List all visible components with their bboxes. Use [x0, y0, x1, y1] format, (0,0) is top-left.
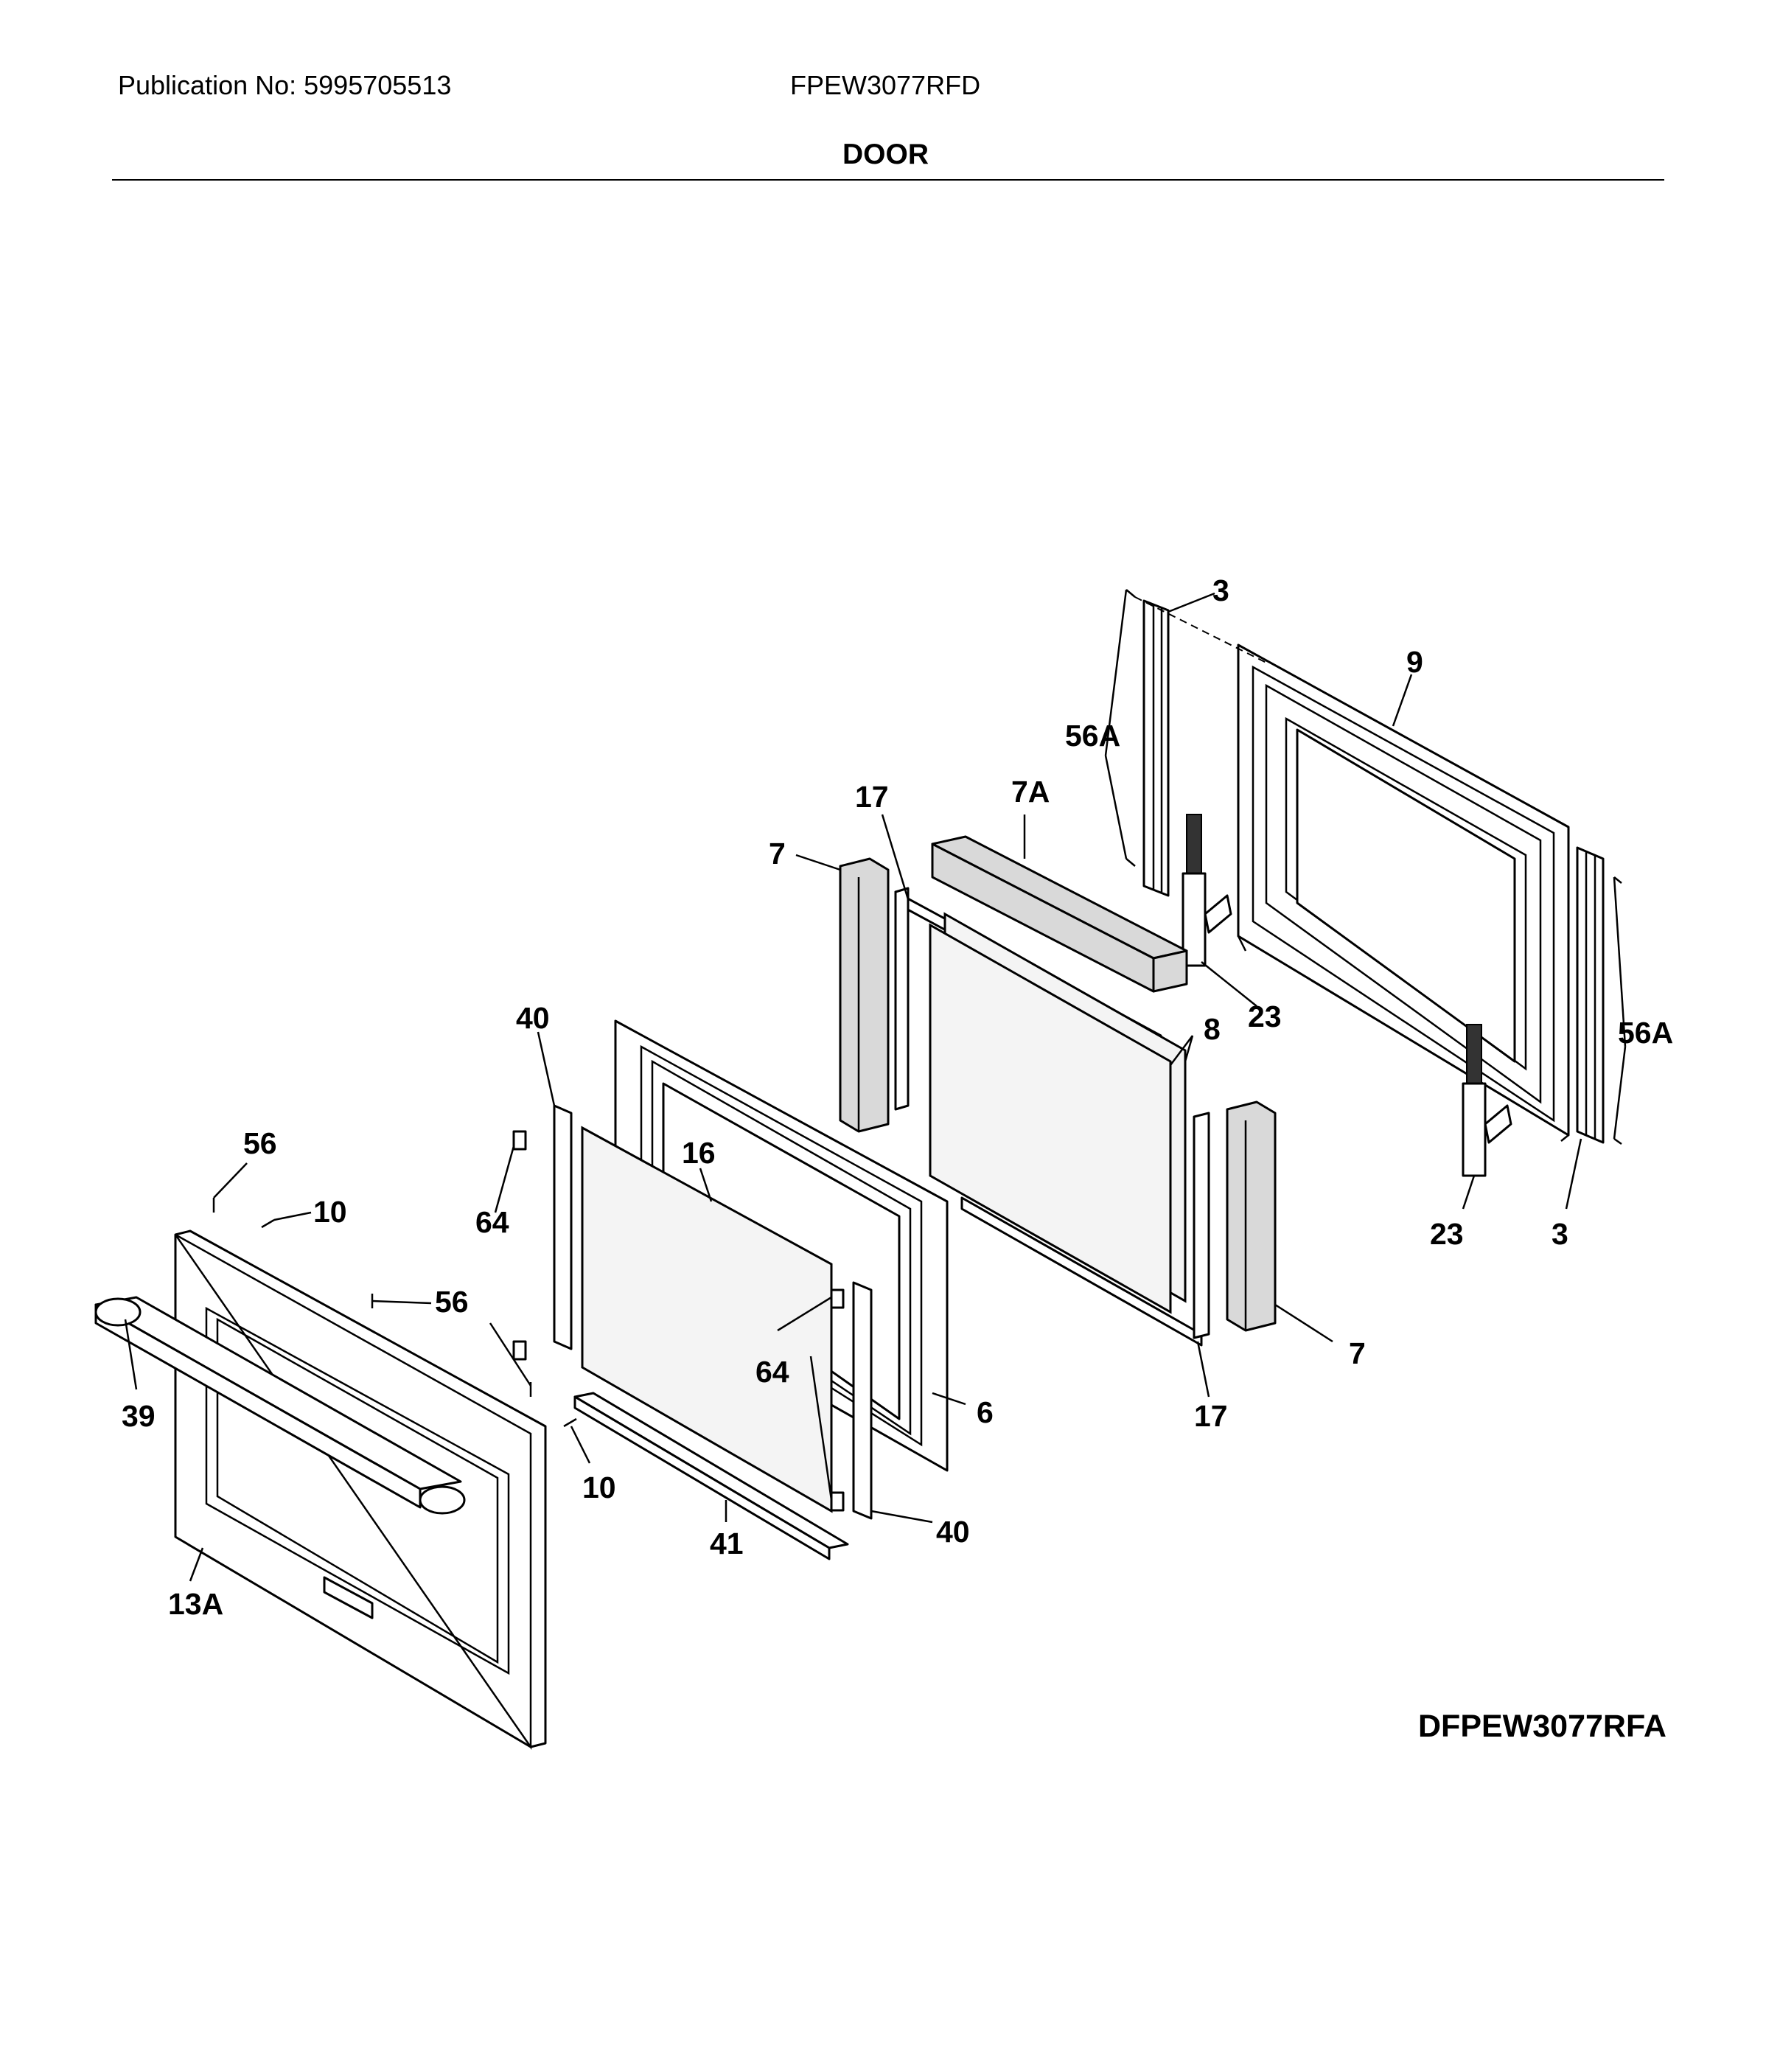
insulation-retainer-right	[960, 1112, 1210, 1347]
callout-40-top: 40	[516, 1001, 550, 1035]
diagram-code: DFPEW3077RFA	[1418, 1709, 1666, 1744]
screw-56a-group	[1125, 589, 1622, 1145]
callout-6: 6	[977, 1395, 994, 1429]
header-divider	[112, 179, 1664, 181]
callout-7-right: 7	[1349, 1336, 1366, 1370]
callout-3-top: 3	[1212, 573, 1229, 607]
callout-64-left: 64	[475, 1205, 509, 1239]
callout-10-top: 10	[313, 1195, 347, 1229]
leader-lines	[124, 589, 1627, 1582]
door-glass-panes	[929, 912, 1187, 1314]
hinge-channel-right	[1576, 846, 1605, 1144]
model-number: FPEW3077RFD	[790, 70, 981, 100]
inner-door-liner	[1237, 643, 1570, 1142]
callout-39: 39	[122, 1399, 156, 1433]
callout-7a: 7A	[1011, 775, 1050, 809]
outer-door-panel	[174, 1229, 547, 1750]
callout-64-right: 64	[755, 1355, 789, 1389]
callout-10-bottom: 10	[582, 1471, 616, 1504]
insulation-side-left	[839, 857, 890, 1133]
callout-13a: 13A	[168, 1587, 223, 1621]
callout-16: 16	[682, 1136, 716, 1170]
door-hinge-upper	[1182, 814, 1232, 967]
section-title: DOOR	[842, 139, 929, 170]
door-hinge-lower	[1462, 1024, 1512, 1177]
callout-56a-left: 56A	[1065, 719, 1120, 753]
callout-56-top: 56	[243, 1126, 277, 1160]
door-bumpers	[512, 1130, 845, 1512]
callout-7-left: 7	[769, 837, 786, 871]
callout-9: 9	[1406, 645, 1423, 679]
door-bottom-trim	[573, 1392, 849, 1560]
callout-23-top: 23	[1248, 1000, 1282, 1033]
door-side-trim-left	[553, 1104, 573, 1350]
publication-number: Publication No: 5995705513	[118, 70, 452, 100]
callout-56-mid: 56	[435, 1285, 469, 1319]
callout-40-bottom: 40	[936, 1515, 970, 1549]
callout-17-bottom: 17	[1194, 1399, 1228, 1433]
callout-17-top: 17	[855, 780, 889, 814]
insulation-top	[931, 835, 1188, 993]
door-side-trim-right	[852, 1281, 873, 1520]
callout-23-bottom: 23	[1430, 1217, 1464, 1251]
insulation-side-right	[1226, 1100, 1277, 1332]
door-handle	[94, 1296, 466, 1515]
callout-56a-right: 56A	[1618, 1016, 1673, 1050]
hinge-channel-top	[1142, 599, 1170, 897]
callout-8: 8	[1204, 1012, 1221, 1046]
callout-3-bottom: 3	[1552, 1217, 1568, 1251]
callout-41: 41	[710, 1527, 744, 1560]
